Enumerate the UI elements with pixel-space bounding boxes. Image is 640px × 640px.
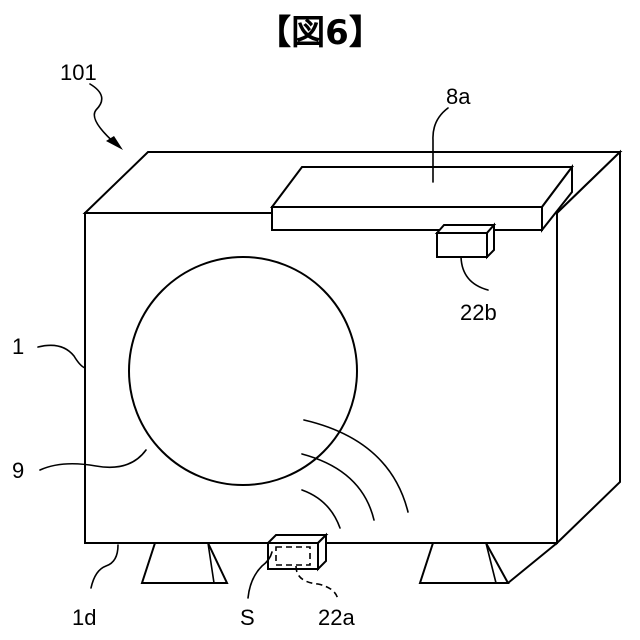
casing-front-face (85, 213, 557, 543)
sensor-22b-front (437, 233, 487, 257)
duct-top (272, 167, 572, 207)
label-1: 1 (12, 334, 24, 359)
leader-s (248, 552, 272, 598)
leader-1 (38, 345, 85, 368)
leader-1d (91, 545, 118, 588)
casing-side-face (557, 152, 620, 543)
label-s: S (240, 605, 255, 630)
label-22a: 22a (318, 605, 355, 630)
duct-front (272, 207, 542, 230)
label-8a: 8a (446, 84, 471, 109)
leg-left (142, 543, 227, 583)
sensor-22a (268, 535, 326, 569)
label-22b: 22b (460, 300, 497, 325)
support-legs (142, 543, 557, 583)
sensor-22b-top (437, 225, 494, 233)
label-9: 9 (12, 458, 24, 483)
label-1d: 1d (72, 605, 96, 630)
sensor-22b (437, 225, 494, 257)
label-101: 101 (60, 60, 97, 85)
duct-8a (272, 167, 572, 230)
figure-title: 【図6】 (257, 13, 383, 53)
sensor-22a-top (268, 535, 326, 543)
